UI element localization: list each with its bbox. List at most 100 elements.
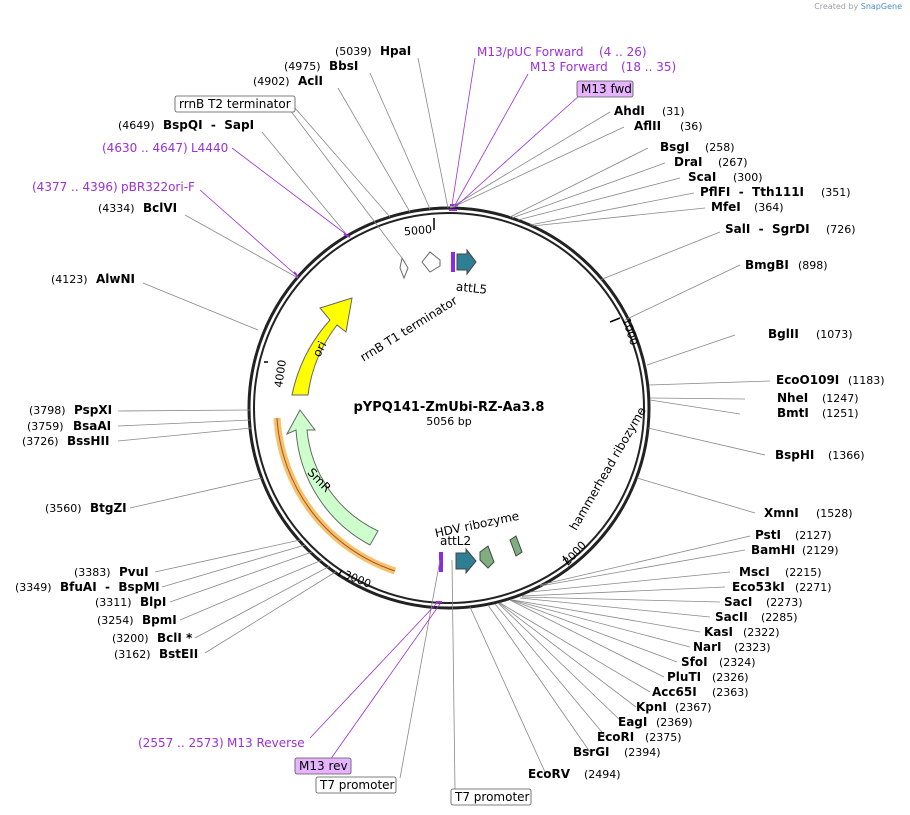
hammerhead-ribozyme-arrow xyxy=(509,535,523,557)
right-enzyme-labels: AhdI (31) AflII (36) BsgI (258) DraI (26… xyxy=(528,104,885,781)
attl5-mark xyxy=(451,252,455,272)
enzyme-name: AclI xyxy=(298,74,323,88)
enzyme-position: (2129) xyxy=(802,544,839,557)
enzyme-name: BbsI xyxy=(329,59,358,73)
attl5-arrow xyxy=(456,248,477,276)
ori-label: ori xyxy=(310,339,330,359)
enzyme-name: KpnI xyxy=(636,700,667,714)
primer-name: M13/pUC Forward xyxy=(477,45,584,59)
rrnb-t1-arrow xyxy=(421,251,441,273)
enzyme-position: (1247) xyxy=(822,392,859,405)
enzyme-position: (2215) xyxy=(785,566,822,579)
enzyme-name: PvuI xyxy=(119,565,149,579)
enzyme-position: (2322) xyxy=(743,626,780,639)
enzyme-name: EagI xyxy=(618,715,647,729)
enzyme-position: (258) xyxy=(705,141,735,154)
attl2-arrow xyxy=(455,547,477,575)
rrnb-t1-label: rrnB T1 terminator xyxy=(358,293,460,364)
enzyme-name: PspXI xyxy=(74,403,112,417)
enzyme-position: (3726) xyxy=(22,435,59,448)
enzyme-position: (364) xyxy=(754,201,784,214)
enzyme-position: (2363) xyxy=(712,686,749,699)
enzyme-position: (351) xyxy=(821,186,851,199)
enzyme-name: BglII xyxy=(768,327,799,341)
enzyme-position: (3383) xyxy=(74,566,111,579)
enzyme-name: BlpI xyxy=(140,595,166,609)
primer-name: L4440 xyxy=(191,141,228,155)
features xyxy=(273,248,523,575)
enzyme-name: BssHII xyxy=(67,434,109,448)
boxed-labels: M13 fwd rrnB T2 terminator M13 rev T7 pr… xyxy=(174,80,634,806)
enzyme-position: (1366) xyxy=(828,449,865,462)
primer-labels: M13/pUC Forward (4 .. 26) M13 Forward (1… xyxy=(32,45,676,750)
enzyme-position: (2273) xyxy=(766,596,803,609)
enzyme-position: (1251) xyxy=(822,407,859,420)
attl5-label: attL5 xyxy=(455,280,487,297)
attl2-mark xyxy=(439,552,443,572)
enzyme-name: MfeI xyxy=(711,200,741,214)
enzyme-name: HpaI xyxy=(380,44,411,58)
enzyme-position: (3560) xyxy=(45,502,82,515)
enzyme-name: EcoRI xyxy=(597,730,634,744)
leader-lines xyxy=(117,57,771,791)
rrnb-t2-mark xyxy=(399,256,409,280)
enzyme-name: BsgI xyxy=(660,140,689,154)
smr-highlight-edge xyxy=(276,417,396,572)
enzyme-name: NarI xyxy=(693,640,722,654)
ori-arrow xyxy=(291,297,353,396)
enzyme-position: (2285) xyxy=(761,611,798,624)
enzyme-position: (2324) xyxy=(719,656,756,669)
primer-range: (18 .. 35) xyxy=(621,60,676,74)
enzyme-position: (3311) xyxy=(95,596,132,609)
hdv-ribozyme-arrow xyxy=(479,545,495,569)
enzyme-name: SalI - SgrDI xyxy=(725,222,810,236)
tick-label: 1000 xyxy=(620,316,641,347)
enzyme-position: (4902) xyxy=(253,75,290,88)
enzyme-name: AhdI xyxy=(614,104,645,118)
enzyme-position: (4975) xyxy=(284,60,321,73)
enzyme-position: (300) xyxy=(733,171,763,184)
enzyme-position: (3759) xyxy=(27,420,64,433)
m13-fwd-label: M13 fwd xyxy=(581,82,632,96)
primer-name: M13 Forward xyxy=(530,60,608,74)
enzyme-name: BamHI xyxy=(751,543,795,557)
enzyme-position: (2494) xyxy=(584,768,621,781)
enzyme-name: MscI xyxy=(739,565,770,579)
tick-label: 4000 xyxy=(272,359,289,389)
m13-rev-label: M13 rev xyxy=(299,759,348,773)
primer-name: M13 Reverse xyxy=(227,736,305,750)
enzyme-name: PluTI xyxy=(667,670,701,684)
enzyme-position: (898) xyxy=(798,259,828,272)
enzyme-name: AlwNI xyxy=(96,272,135,286)
enzyme-name: SfoI xyxy=(681,655,708,669)
primer-leaders xyxy=(199,57,581,761)
enzyme-name: SacII xyxy=(715,610,748,624)
enzyme-name: BstEII xyxy=(159,647,198,661)
enzyme-position: (2394) xyxy=(624,746,661,759)
enzyme-position: (5039) xyxy=(335,45,372,58)
primer-range: (4 .. 26) xyxy=(599,45,647,59)
enzyme-position: (267) xyxy=(718,156,748,169)
t7-promoter-label: T7 promoter xyxy=(454,790,530,804)
smr-arrow xyxy=(285,409,379,546)
enzyme-name: BpmI xyxy=(142,613,177,627)
enzyme-name: NheI xyxy=(777,391,808,405)
enzyme-name: BmtI xyxy=(777,406,809,420)
enzyme-position: (1528) xyxy=(816,507,853,520)
enzyme-name: ScaI xyxy=(688,170,716,184)
enzyme-name: BclI * xyxy=(157,631,193,645)
enzyme-name: SacI xyxy=(724,595,752,609)
enzyme-position: (2369) xyxy=(656,716,693,729)
enzyme-position: (2375) xyxy=(645,731,682,744)
enzyme-position: (1183) xyxy=(848,374,885,387)
enzyme-name: EcoO109I xyxy=(776,373,839,387)
enzyme-position: (3254) xyxy=(97,614,134,627)
snapgene-logo: SnapGene xyxy=(860,2,902,11)
snapgene-credit: Created by SnapGene xyxy=(814,2,902,11)
left-enzyme-labels: (5039) HpaI (4975) BbsI (4902) AclI (464… xyxy=(15,44,411,661)
enzyme-name: BfuAI - BspMI xyxy=(60,580,160,594)
plasmid-length: 5056 bp xyxy=(426,415,471,428)
enzyme-position: (3200) xyxy=(112,632,149,645)
enzyme-name: BclVI xyxy=(143,201,177,215)
